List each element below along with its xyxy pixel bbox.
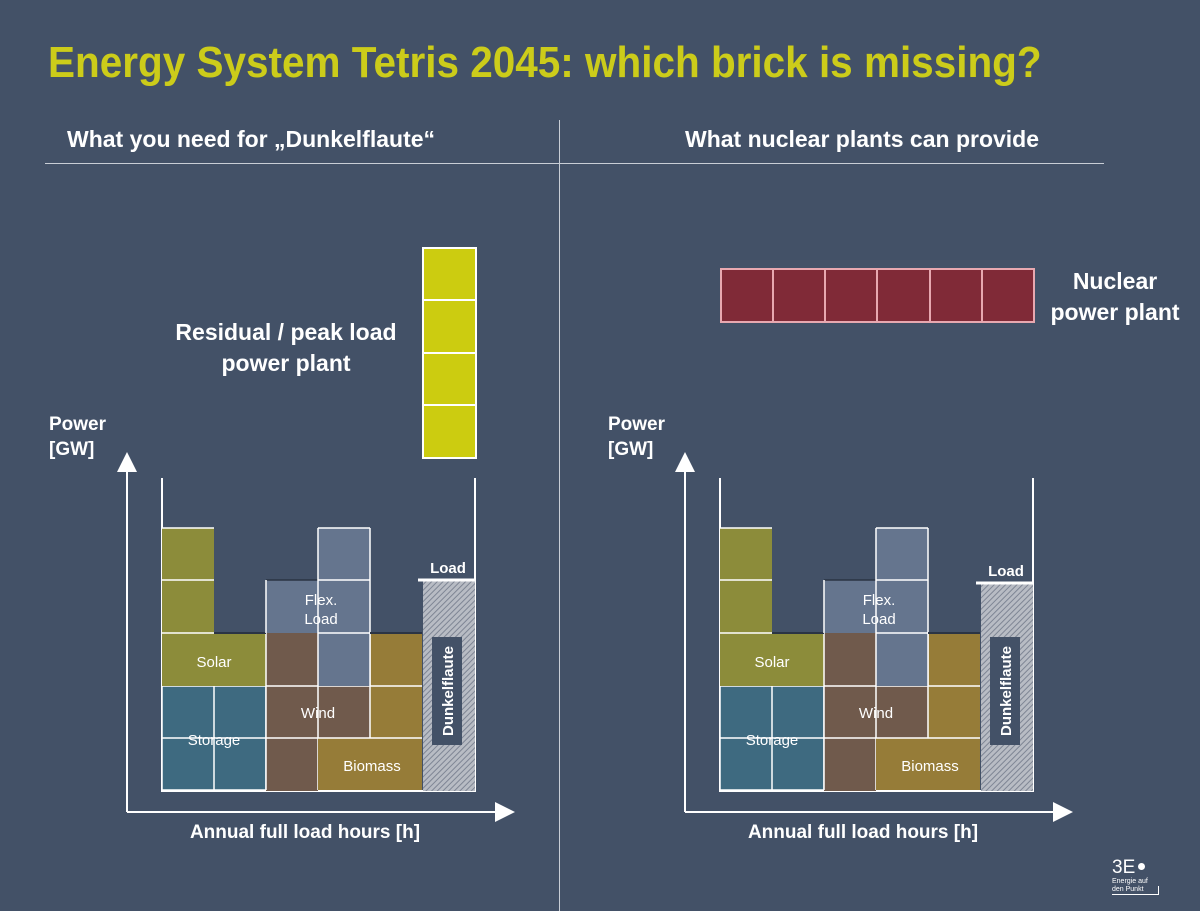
load-label-right: Load xyxy=(988,563,1024,580)
nuclear-power-plant-brick xyxy=(720,268,1035,323)
y-axis-label-line2-right: [GW] xyxy=(608,439,653,460)
flex-load-label-line2: Load xyxy=(304,611,337,628)
residual-brick-label-line2: power plant xyxy=(221,350,350,376)
flex-load-block-right xyxy=(824,527,929,686)
biomass-label-right: Biomass xyxy=(901,758,959,775)
panel-divider xyxy=(559,120,560,911)
biomass-label: Biomass xyxy=(343,758,401,775)
left-panel: Residual / peak load power plant Power [… xyxy=(49,247,515,843)
logo-dot-icon xyxy=(1138,863,1146,870)
right-panel: Nuclear power plant Power [GW] Annual fu… xyxy=(608,268,1180,843)
solar-block xyxy=(162,527,266,686)
right-heading-rule xyxy=(560,163,1104,164)
solar-block-right xyxy=(720,527,824,686)
nuclear-brick-label-line1: Nuclear xyxy=(1073,268,1157,294)
wind-block xyxy=(265,633,370,791)
wind-label: Wind xyxy=(301,705,335,722)
dunkelflaute-label-right: Dunkelflaute xyxy=(998,646,1015,736)
logo-tagline-line1: Energie auf xyxy=(1112,878,1148,885)
left-heading-rule xyxy=(45,163,559,164)
dunkelflaute-label: Dunkelflaute xyxy=(440,646,457,736)
storage-block xyxy=(161,685,267,791)
company-logo: 3E Energie auf den Punkt xyxy=(1112,858,1164,895)
y-axis-label-line2: [GW] xyxy=(49,439,94,460)
solar-label-right: Solar xyxy=(754,654,789,671)
flex-load-label-line1-right: Flex. xyxy=(863,592,896,609)
residual-brick-label-line1: Residual / peak load xyxy=(175,319,396,345)
y-axis-label-line1: Power xyxy=(49,414,107,435)
wind-block-right xyxy=(823,633,928,791)
logo-tagline-line2: den Punkt xyxy=(1112,886,1159,895)
logo-main-text: 3E xyxy=(1112,857,1136,878)
slide-title: Energy System Tetris 2045: which brick i… xyxy=(48,38,1042,87)
left-heading: What you need for „Dunkelflaute“ xyxy=(67,126,436,152)
dunkelflaute-block: Dunkelflaute xyxy=(418,578,475,791)
biomass-block-right xyxy=(876,633,980,790)
flex-load-block xyxy=(266,527,371,686)
flex-load-label-line1: Flex. xyxy=(305,592,338,609)
wind-label-right: Wind xyxy=(859,705,893,722)
dunkelflaute-block-right: Dunkelflaute xyxy=(976,581,1033,791)
load-label: Load xyxy=(430,560,466,577)
right-heading: What nuclear plants can provide xyxy=(685,126,1040,152)
nuclear-brick-label-line2: power plant xyxy=(1050,299,1179,325)
storage-label: Storage xyxy=(188,732,241,749)
y-axis-label-line1-right: Power xyxy=(608,414,666,435)
storage-label-right: Storage xyxy=(746,732,799,749)
flex-load-label-line2-right: Load xyxy=(862,611,895,628)
x-axis-label: Annual full load hours [h] xyxy=(190,822,420,843)
x-axis-label-right: Annual full load hours [h] xyxy=(748,822,978,843)
solar-label: Solar xyxy=(196,654,231,671)
residual-peak-load-brick xyxy=(422,247,477,459)
